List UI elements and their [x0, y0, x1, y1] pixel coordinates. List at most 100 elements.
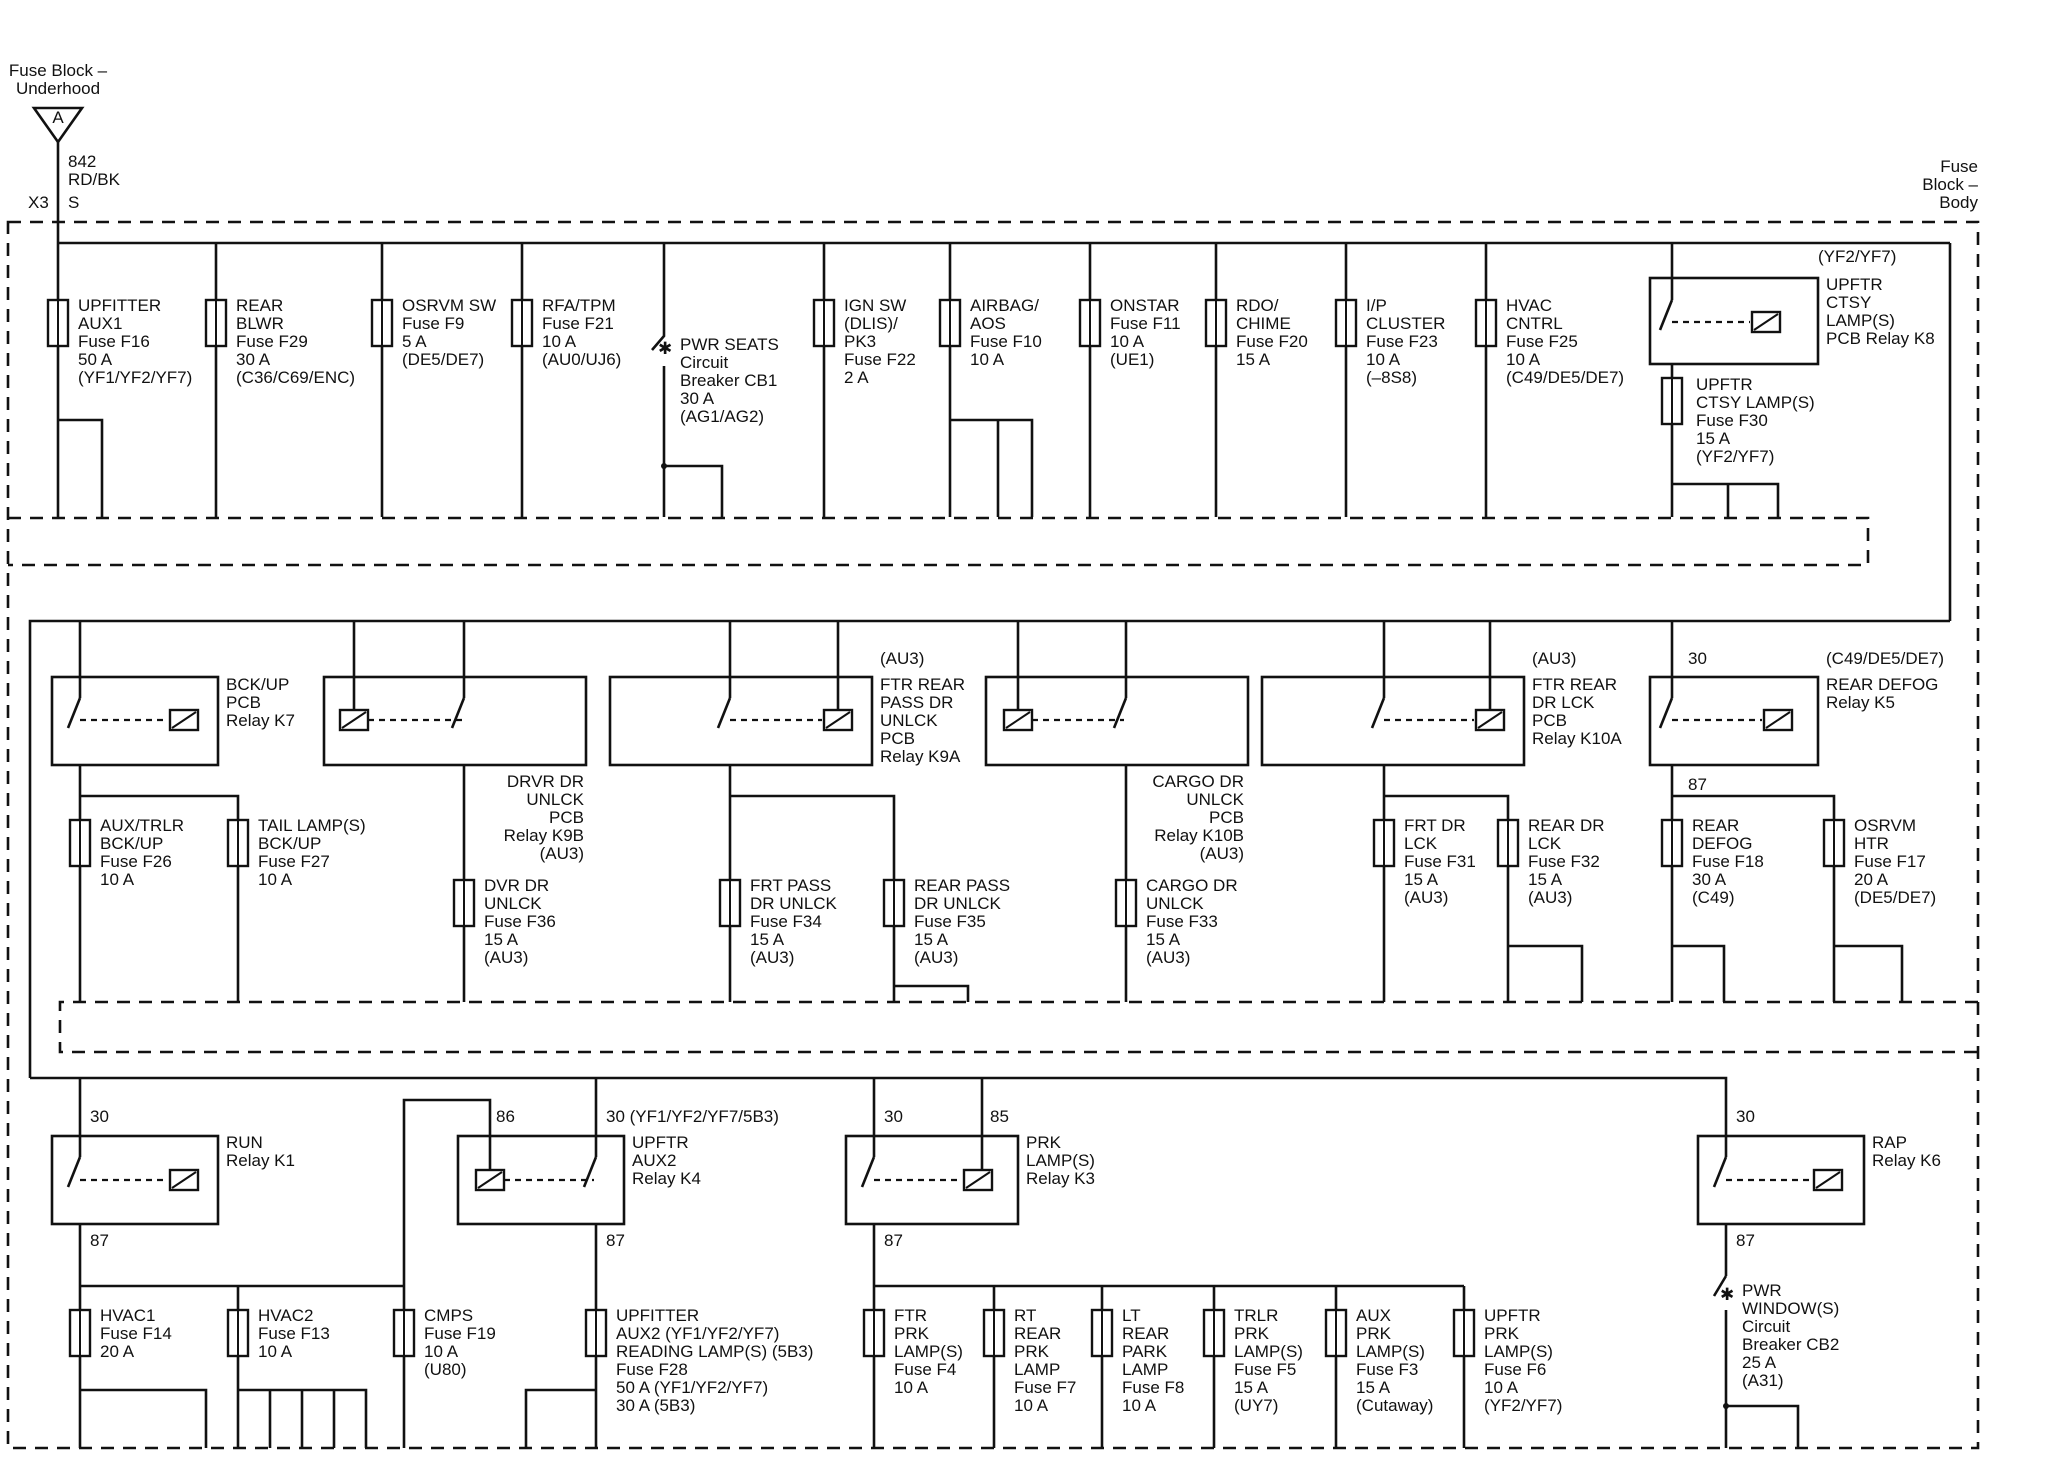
svg-text:842: 842 — [68, 152, 96, 171]
svg-text:PRK: PRK — [1356, 1324, 1392, 1343]
svg-text:UPFITTER: UPFITTER — [616, 1306, 699, 1325]
svg-text:PRK: PRK — [894, 1324, 930, 1343]
svg-text:Fuse F26: Fuse F26 — [100, 852, 172, 871]
svg-text:(DE5/DE7): (DE5/DE7) — [1854, 888, 1936, 907]
svg-text:10 A: 10 A — [100, 870, 135, 889]
svg-text:PCB: PCB — [880, 729, 915, 748]
svg-text:Relay K6: Relay K6 — [1872, 1151, 1941, 1170]
svg-text:PCB: PCB — [226, 693, 261, 712]
svg-text:Body: Body — [1939, 193, 1978, 212]
svg-text:OSRVM SW: OSRVM SW — [402, 296, 496, 315]
fuse-block-boundary — [6, 220, 1980, 1450]
svg-text:Fuse F29: Fuse F29 — [236, 332, 308, 351]
svg-text:Relay K9B: Relay K9B — [504, 826, 584, 845]
svg-text:30: 30 — [90, 1107, 109, 1126]
svg-text:2 A: 2 A — [844, 368, 869, 387]
svg-text:(AU3): (AU3) — [880, 649, 924, 668]
svg-text:Fuse Block –: Fuse Block – — [9, 61, 108, 80]
svg-text:HVAC1: HVAC1 — [100, 1306, 155, 1325]
svg-text:(U80): (U80) — [424, 1360, 467, 1379]
svg-text:CTSY: CTSY — [1826, 293, 1871, 312]
relay-k7 — [50, 675, 220, 767]
svg-text:DVR DR: DVR DR — [484, 876, 549, 895]
svg-text:DR UNLCK: DR UNLCK — [750, 894, 838, 913]
svg-text:DR LCK: DR LCK — [1532, 693, 1595, 712]
svg-text:I/P: I/P — [1366, 296, 1387, 315]
relay-k1 — [50, 1134, 220, 1226]
svg-text:FTR REAR: FTR REAR — [1532, 675, 1617, 694]
svg-text:AIRBAG/: AIRBAG/ — [970, 296, 1039, 315]
svg-text:UNLCK: UNLCK — [880, 711, 938, 730]
svg-text:87: 87 — [90, 1231, 109, 1250]
svg-text:PRK: PRK — [1026, 1133, 1062, 1152]
svg-text:10 A: 10 A — [1014, 1396, 1049, 1415]
svg-text:AOS: AOS — [970, 314, 1006, 333]
svg-text:15 A: 15 A — [1404, 870, 1439, 889]
svg-text:X3: X3 — [28, 193, 49, 212]
svg-text:RAP: RAP — [1872, 1133, 1907, 1152]
bus-bar-row3 — [30, 1076, 1728, 1120]
svg-text:15 A: 15 A — [914, 930, 949, 949]
relay-k6 — [1696, 1134, 1866, 1226]
svg-text:(DE5/DE7): (DE5/DE7) — [402, 350, 484, 369]
svg-text:Fuse F16: Fuse F16 — [78, 332, 150, 351]
svg-text:UPFTR: UPFTR — [1826, 275, 1883, 294]
svg-text:PCB: PCB — [1209, 808, 1244, 827]
svg-text:UPFTR: UPFTR — [1696, 375, 1753, 394]
svg-text:S: S — [68, 193, 79, 212]
svg-text:(YF2/YF7): (YF2/YF7) — [1484, 1396, 1562, 1415]
svg-text:30 A: 30 A — [1692, 870, 1727, 889]
svg-text:(AU0/UJ6): (AU0/UJ6) — [542, 350, 621, 369]
fuse-block-body-label: Fuse — [1940, 157, 1978, 176]
svg-text:REAR: REAR — [1692, 816, 1739, 835]
svg-text:LCK: LCK — [1528, 834, 1562, 853]
svg-text:BCK/UP: BCK/UP — [100, 834, 163, 853]
svg-text:UNLCK: UNLCK — [484, 894, 542, 913]
svg-text:AUX2 (YF1/YF2/YF7): AUX2 (YF1/YF2/YF7) — [616, 1324, 779, 1343]
svg-text:AUX/TRLR: AUX/TRLR — [100, 816, 184, 835]
svg-text:LT: LT — [1122, 1306, 1141, 1325]
svg-text:30 A (5B3): 30 A (5B3) — [616, 1396, 695, 1415]
svg-text:Fuse F33: Fuse F33 — [1146, 912, 1218, 931]
svg-text:Fuse F25: Fuse F25 — [1506, 332, 1578, 351]
svg-text:HVAC: HVAC — [1506, 296, 1552, 315]
svg-text:DRVR DR: DRVR DR — [507, 772, 584, 791]
svg-text:PARK: PARK — [1122, 1342, 1168, 1361]
svg-text:10 A: 10 A — [894, 1378, 929, 1397]
svg-text:REAR PASS: REAR PASS — [914, 876, 1010, 895]
svg-text:PCB: PCB — [549, 808, 584, 827]
cb2-marker: ✱ — [1720, 1285, 1734, 1304]
svg-text:LAMP(S): LAMP(S) — [1356, 1342, 1425, 1361]
svg-text:Fuse F23: Fuse F23 — [1366, 332, 1438, 351]
svg-text:(YF2/YF7): (YF2/YF7) — [1818, 247, 1896, 266]
relay-k4 — [456, 1134, 626, 1226]
svg-text:15 A: 15 A — [1356, 1378, 1391, 1397]
svg-text:15 A: 15 A — [1234, 1378, 1269, 1397]
svg-text:Relay K3: Relay K3 — [1026, 1169, 1095, 1188]
svg-text:87: 87 — [1736, 1231, 1755, 1250]
svg-text:30: 30 — [1688, 649, 1707, 668]
svg-text:Relay K9A: Relay K9A — [880, 747, 961, 766]
svg-text:PCB Relay K8: PCB Relay K8 — [1826, 329, 1935, 348]
svg-text:PRK: PRK — [1234, 1324, 1270, 1343]
svg-text:AUX1: AUX1 — [78, 314, 122, 333]
svg-text:UPFTR: UPFTR — [632, 1133, 689, 1152]
svg-text:Fuse F5: Fuse F5 — [1234, 1360, 1296, 1379]
svg-text:(AU3): (AU3) — [1200, 844, 1244, 863]
svg-text:(AU3): (AU3) — [750, 948, 794, 967]
svg-text:50 A (YF1/YF2/YF7): 50 A (YF1/YF2/YF7) — [616, 1378, 768, 1397]
svg-text:(Cutaway): (Cutaway) — [1356, 1396, 1433, 1415]
svg-text:20 A: 20 A — [100, 1342, 135, 1361]
svg-text:Fuse F10: Fuse F10 — [970, 332, 1042, 351]
row-3: 30 RUN Relay K1 87 HVAC1 Fuse F14 20 A H… — [30, 1076, 1941, 1448]
svg-text:UNLCK: UNLCK — [1186, 790, 1244, 809]
svg-text:Fuse F27: Fuse F27 — [258, 852, 330, 871]
svg-text:Fuse F11: Fuse F11 — [1110, 314, 1181, 333]
svg-text:15 A: 15 A — [1696, 429, 1731, 448]
svg-text:(AU3): (AU3) — [1404, 888, 1448, 907]
svg-text:UNLCK: UNLCK — [526, 790, 584, 809]
svg-text:TAIL LAMP(S): TAIL LAMP(S) — [258, 816, 366, 835]
source-fuse-block-underhood: Fuse Block – Underhood A 842 RD/BK X3 S … — [9, 61, 1979, 243]
row-1: UPFITTER AUX1 Fuse F16 50 A (YF1/YF2/YF7… — [46, 241, 1952, 621]
svg-text:Fuse F32: Fuse F32 — [1528, 852, 1600, 871]
